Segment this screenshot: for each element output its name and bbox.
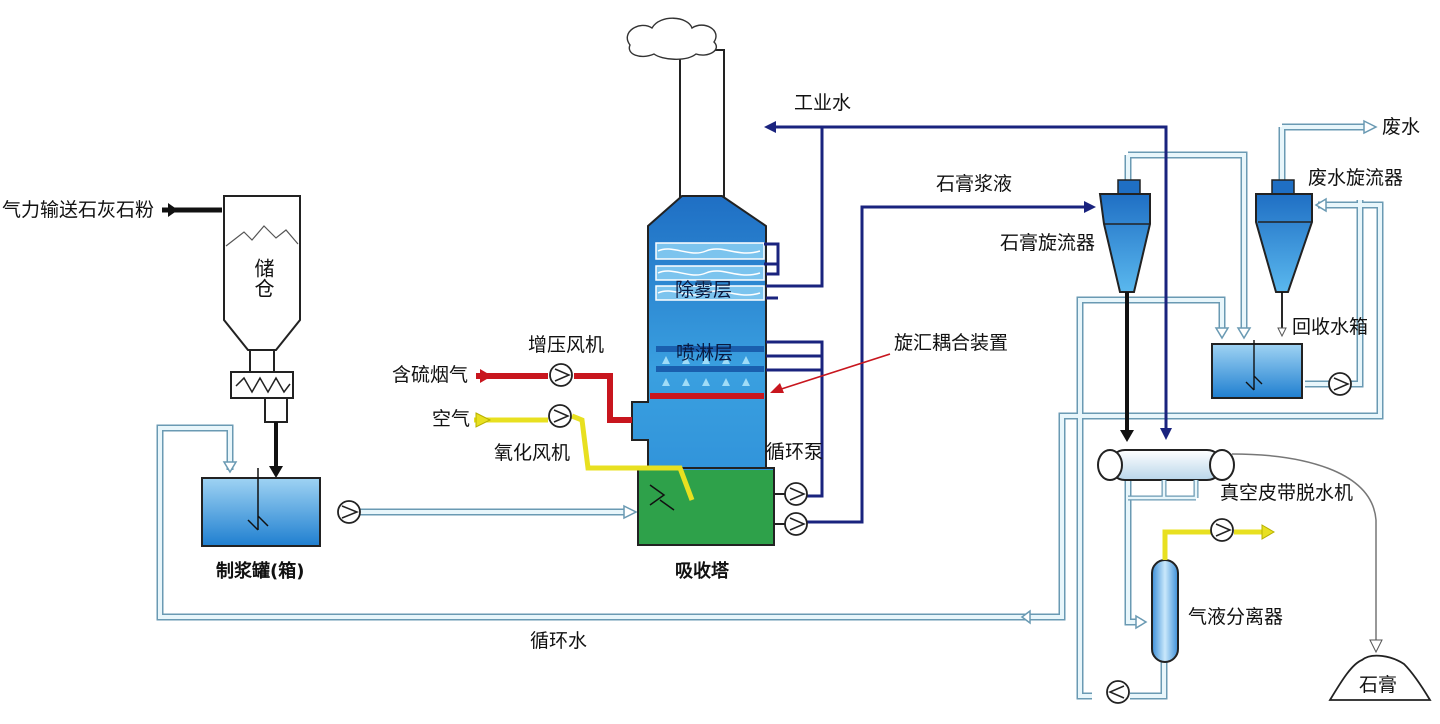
spray-header-lines: [764, 128, 1090, 524]
industrial-water-line: [768, 125, 1168, 436]
circulation-pump: [774, 482, 808, 536]
wastewater-label: 废水: [1382, 116, 1421, 138]
wastewater-cyclone-label: 废水旋流器: [1308, 167, 1404, 189]
gypsum-discharge-line: [1231, 453, 1377, 648]
recovery-water-pump: [1328, 372, 1352, 396]
absorber-label: 吸收塔: [675, 561, 729, 582]
circulating-water-label: 循环水: [530, 630, 588, 652]
absorber-tower: [626, 17, 775, 546]
separator-label: 气液分离器: [1188, 606, 1284, 628]
silo-label: 储仓: [251, 258, 275, 298]
limestone-feed-label: 气力输送石灰石粉: [2, 199, 155, 221]
slurry-tank-label: 制浆罐(箱): [216, 561, 305, 582]
demister-label: 除雾层: [675, 279, 733, 301]
air-line: [474, 404, 695, 501]
wastewater-cyclone: [1255, 179, 1313, 293]
circulation-pump-label: 循环泵: [766, 441, 824, 463]
gypsum-cyclone-label: 石膏旋流器: [1000, 232, 1096, 254]
belt-filter-label: 真空皮带脱水机: [1220, 482, 1354, 504]
gypsum-slurry-label: 石膏浆液: [936, 173, 1013, 195]
industrial-water-label: 工业水: [794, 92, 852, 114]
slurry-feed-pump: [337, 500, 361, 524]
vacuum-belt-filter: [1097, 449, 1235, 501]
recovery-tank-label: 回收水箱: [1292, 316, 1369, 338]
booster-fan-label: 增压风机: [528, 334, 605, 356]
vortex-coupler-label: 旋汇耦合装置: [894, 332, 1009, 354]
gypsum-label: 石膏: [1359, 674, 1398, 696]
vortex-coupler-pointer: [771, 353, 891, 393]
recovery-water-tank: [1211, 340, 1303, 399]
gypsum-cyclone: [1098, 179, 1151, 293]
separator-drain-pump: [1106, 680, 1130, 704]
slurry-tank: [201, 468, 321, 547]
circulating-water-lines: [156, 119, 1384, 700]
flue-gas-line: [476, 363, 632, 423]
air-label: 空气: [432, 408, 471, 430]
spray-layer-label: 喷淋层: [676, 342, 734, 364]
separator-gas-line: [1162, 518, 1275, 560]
oxidation-fan-label: 氧化风机: [494, 442, 571, 464]
silo: [223, 195, 301, 423]
gas-liquid-separator: [1151, 559, 1179, 663]
gypsum-pile: [1328, 654, 1432, 701]
flue-gas-label: 含硫烟气: [392, 364, 469, 386]
